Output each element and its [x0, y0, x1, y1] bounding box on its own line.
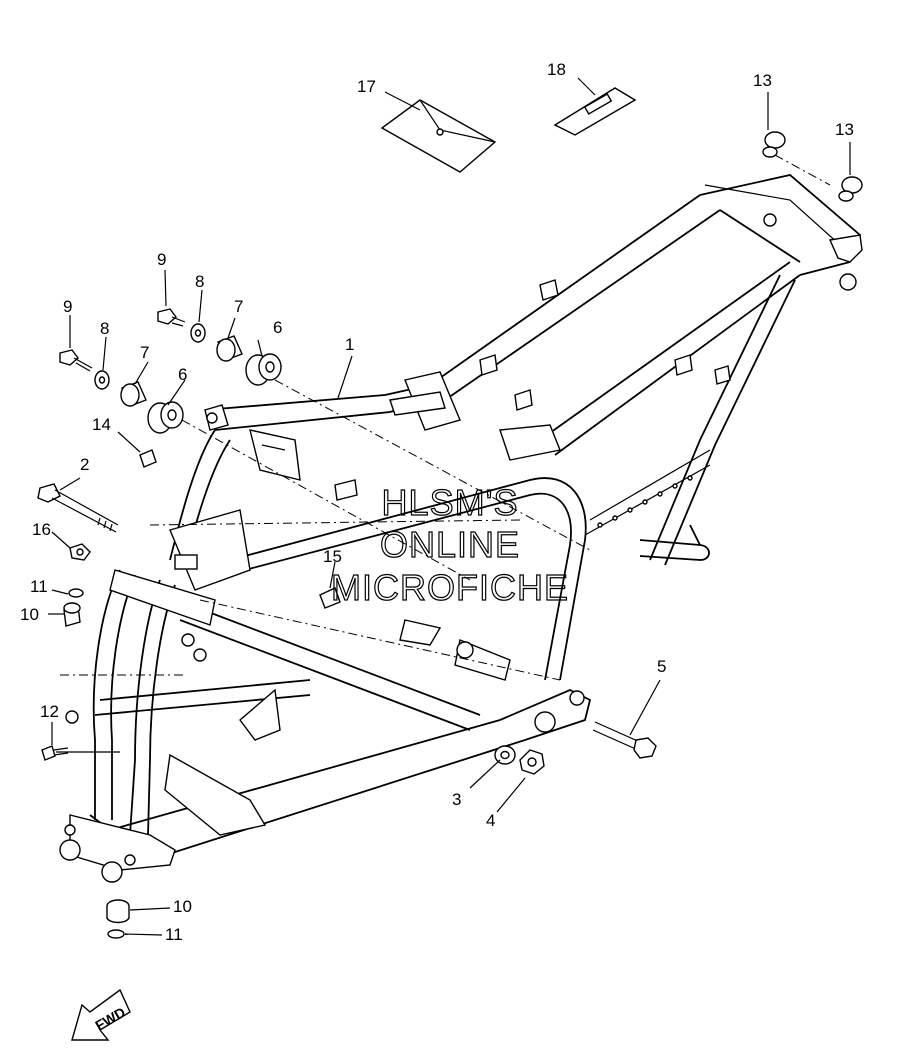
callout-11: 11 [30, 577, 48, 596]
part-washer-3 [494, 745, 516, 765]
callout-12: 12 [40, 702, 59, 721]
watermark-line-2: ONLINE [380, 524, 520, 565]
callout-10: 10 [20, 605, 39, 624]
part-bolt-12 [41, 745, 69, 761]
part-clip-14 [139, 449, 157, 468]
forward-direction-arrow: FWD [71, 988, 131, 1041]
part-collar-10a [63, 602, 81, 627]
part-washer-8a [94, 370, 110, 390]
callout-9: 9 [157, 250, 166, 269]
part-label-15 [319, 587, 341, 609]
callout-17: 17 [357, 77, 376, 96]
callout-labels: 1 2 3 4 5 6 6 7 7 8 8 9 9 10 10 11 11 12… [20, 60, 854, 944]
part-bolt-9a [59, 349, 93, 372]
watermark-line-1: HLSM'S [382, 482, 519, 523]
callout-18: 18 [547, 60, 566, 79]
frame-body [59, 174, 863, 883]
callout-6: 6 [273, 318, 282, 337]
part-grommet-13a [762, 131, 786, 158]
part-grommet-13b [838, 176, 863, 202]
callout-13: 13 [753, 71, 772, 90]
part-bolt-9b [157, 308, 186, 327]
callout-9: 9 [63, 297, 72, 316]
part-collar-7a [120, 381, 147, 407]
callout-10: 10 [173, 897, 192, 916]
callout-7: 7 [234, 297, 243, 316]
callout-14: 14 [92, 415, 111, 434]
part-nut-4 [519, 749, 545, 775]
callout-7: 7 [140, 343, 149, 362]
callout-6: 6 [178, 365, 187, 384]
part-bushing-6a [147, 401, 184, 434]
callout-8: 8 [100, 319, 109, 338]
part-oring-11a [68, 588, 84, 598]
callout-16: 16 [32, 520, 51, 539]
callout-3: 3 [452, 790, 461, 809]
callout-15: 15 [323, 547, 342, 566]
part-pivot-bolt-5 [592, 721, 657, 759]
callout-13: 13 [835, 120, 854, 139]
assembly-centerlines [60, 154, 831, 681]
part-long-bolt-2 [37, 483, 119, 533]
part-tool-kit [553, 87, 637, 136]
part-collar-10b [106, 899, 130, 924]
callout-4: 4 [486, 811, 495, 830]
part-oring-11b [107, 929, 125, 939]
part-nut-16 [69, 543, 91, 561]
part-owners-manual-pouch [380, 99, 497, 173]
callout-8: 8 [195, 272, 204, 291]
part-bushing-6b [245, 353, 282, 386]
callout-11: 11 [165, 925, 183, 944]
part-washer-8b [190, 323, 206, 343]
watermark: HLSM'S ONLINE MICROFICHE [330, 481, 569, 608]
leader-lines [48, 77, 851, 936]
callout-2: 2 [80, 455, 89, 474]
watermark-line-3: MICROFICHE [331, 567, 569, 608]
callout-5: 5 [657, 657, 666, 676]
part-collar-7b [216, 335, 243, 362]
callout-1: 1 [345, 335, 354, 354]
